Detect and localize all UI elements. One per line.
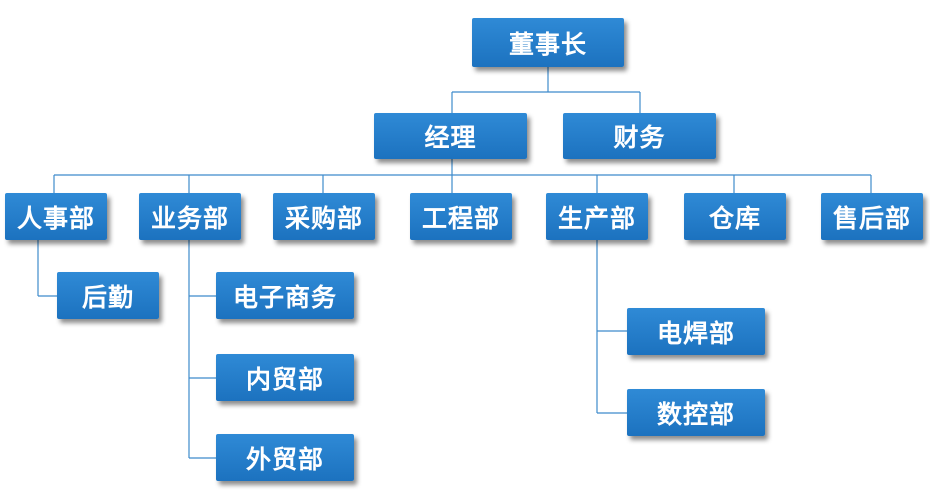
node-engineering-label: 工程部 [421, 203, 500, 233]
node-chairman: 董事长 [472, 18, 624, 67]
node-finance-label: 财务 [613, 123, 666, 152]
node-chairman-label: 董事长 [508, 29, 587, 59]
node-production-department: 生产部 [546, 193, 648, 240]
node-welding: 电焊部 [627, 308, 765, 355]
node-domestic-trade-label: 内贸部 [245, 364, 324, 394]
node-manager: 经理 [374, 113, 527, 159]
node-engineering-department: 工程部 [410, 193, 512, 240]
node-manager-label: 经理 [424, 123, 477, 152]
node-ecommerce: 电子商务 [216, 272, 354, 319]
node-aftersales-label: 售后部 [832, 203, 911, 233]
node-logistics: 后勤 [57, 272, 159, 319]
node-business-department: 业务部 [139, 193, 241, 240]
node-foreign-trade-label: 外贸部 [245, 444, 324, 474]
node-logistics-label: 后勤 [81, 282, 134, 312]
node-domestic-trade: 内贸部 [216, 354, 354, 401]
node-warehouse: 仓库 [684, 193, 786, 240]
node-finance: 财务 [563, 113, 716, 159]
node-business-label: 业务部 [150, 203, 229, 233]
node-hr-department: 人事部 [5, 193, 107, 240]
node-foreign-trade: 外贸部 [216, 434, 354, 481]
node-ecommerce-label: 电子商务 [232, 282, 337, 312]
node-warehouse-label: 仓库 [708, 203, 761, 233]
node-hr-label: 人事部 [16, 203, 95, 233]
node-cnc: 数控部 [627, 389, 765, 436]
node-cnc-label: 数控部 [656, 399, 735, 429]
node-welding-label: 电焊部 [656, 318, 735, 348]
node-production-label: 生产部 [557, 203, 636, 233]
node-purchase-department: 采购部 [273, 193, 375, 240]
node-purchase-label: 采购部 [284, 203, 363, 233]
node-aftersales-department: 售后部 [821, 193, 923, 240]
